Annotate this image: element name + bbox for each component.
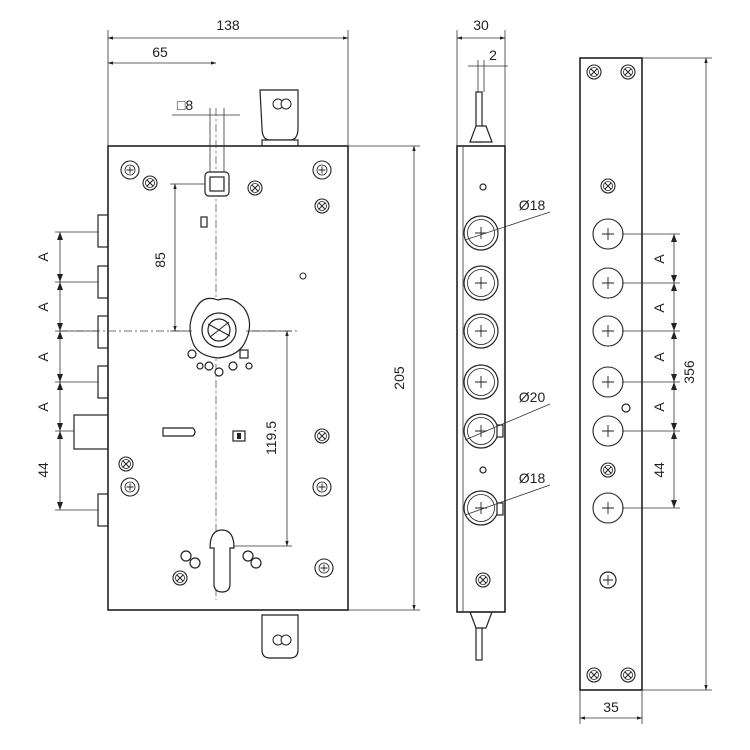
dim-plate-pitch-a-1: A (651, 254, 667, 264)
front-dimensions: 138 65 □8 85 119.5 205 A A A A 44 (35, 17, 420, 611)
dim-width-to-spindle: 65 (152, 44, 168, 60)
dim-handle-to-cylinder: 119.5 (263, 421, 279, 455)
dim-plate-pitch-a-3: A (651, 352, 667, 362)
dim-spindle-to-handle: 85 (152, 252, 168, 268)
dim-plate-pitch-a-2: A (651, 303, 667, 313)
dim-pitch-a-1: A (35, 252, 51, 262)
dim-plate-width: 35 (603, 699, 619, 715)
strike-plate (579, 57, 643, 691)
dim-bolt-dia-bottom: Ø18 (519, 470, 546, 486)
dim-pitch-a-2: A (35, 302, 51, 312)
dim-spindle-square: □8 (177, 97, 193, 113)
dim-bolt-dia-mid: Ø20 (519, 389, 546, 405)
side-dimensions: 30 2 Ø18 Ø20 Ø18 (456, 17, 551, 516)
dim-thickness: 30 (473, 17, 489, 33)
dim-bottom-pitch: 44 (35, 462, 51, 478)
dim-offset: 2 (489, 47, 497, 63)
dim-bolt-dia-top: Ø18 (519, 197, 546, 213)
strike-dimensions: 356 35 A A A A 44 (579, 57, 712, 724)
side-view (456, 91, 506, 661)
dim-plate-pitch-a-4: A (651, 402, 667, 412)
front-view (60, 89, 349, 659)
dim-pitch-a-3: A (35, 352, 51, 362)
dim-pitch-a-4: A (35, 402, 51, 412)
dim-plate-height: 356 (681, 360, 697, 384)
dim-width-total: 138 (216, 17, 240, 33)
dim-plate-bottom-pitch: 44 (651, 462, 667, 478)
dim-height: 205 (391, 366, 407, 390)
